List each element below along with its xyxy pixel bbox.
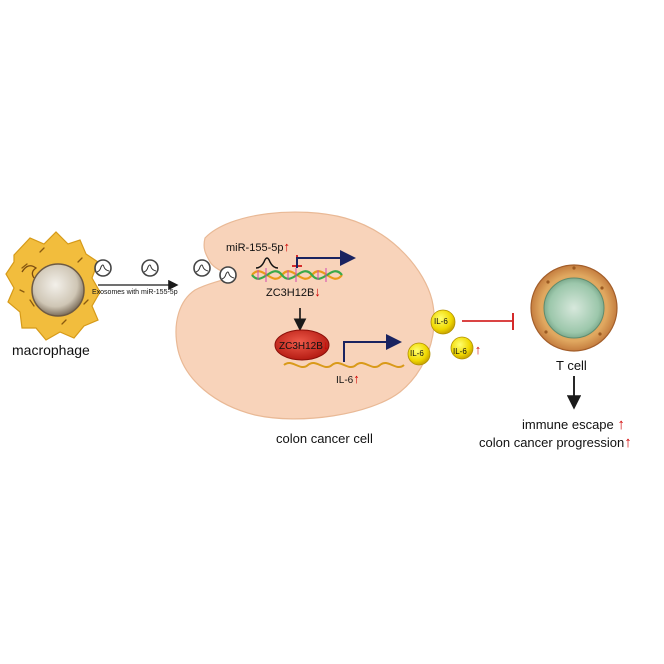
exosome-vesicle (193, 259, 211, 277)
exosome-vesicle (94, 259, 112, 277)
il6-protein-membrane (430, 309, 456, 335)
zc3h12b-protein-label: ZC3H12B↓ (279, 339, 329, 352)
zc3h12b-gene-label-text: ZC3H12B (266, 287, 315, 299)
down-arrow-icon: ↓ (314, 284, 321, 299)
il6-protein-intracellular (407, 342, 431, 366)
il6-promoter-arrow (343, 334, 402, 362)
zc3h12b-protein-label-text: ZC3H12B (279, 341, 323, 352)
il6-sphere-label-intracellular: IL-6 (410, 349, 424, 358)
mirna-label-text: miR-155-5p (226, 242, 284, 254)
t-cell (530, 264, 618, 352)
zc3h12b-protein (274, 329, 330, 361)
down-arrow-icon: ↓ (322, 338, 329, 352)
t-cell-label: T cell (556, 358, 587, 373)
immune-escape-label-text: immune escape (522, 417, 614, 432)
zc3h12b-promoter-arrow (296, 250, 356, 268)
mirna-strand (255, 257, 279, 269)
il6-protein-secreted (450, 336, 474, 360)
il6-sphere-label-secreted: IL-6 ↑ (453, 343, 481, 356)
t-cell-inhibition-line (462, 313, 514, 330)
macrophage-label: macrophage (12, 342, 90, 358)
colon-cancer-progression-label: colon cancer progression↑ (479, 435, 632, 450)
zc3h12b-gene-label: ZC3H12B↓ (266, 285, 321, 299)
il6-mrna-strand (283, 362, 405, 368)
up-arrow-icon: ↑ (474, 342, 482, 357)
up-arrow-icon: ↑ (617, 416, 625, 433)
il6-sphere-label-membrane: IL-6 (434, 317, 448, 326)
up-arrow-icon: ↑ (353, 371, 360, 386)
colon-cancer-cell-label: colon cancer cell (276, 431, 373, 446)
exosome-vesicle (141, 259, 159, 277)
exosomes-label: Exosomes with miR-155-5p (92, 289, 178, 296)
il6-sphere-label-secreted-text: IL-6 (453, 347, 467, 356)
immune-escape-label: immune escape ↑ (522, 417, 625, 432)
colon-cancer-cell-body (175, 211, 435, 420)
macrophage-cell (5, 231, 101, 341)
mirna-label: miR-155-5p↑ (226, 240, 290, 254)
exosome-vesicle (219, 266, 237, 284)
up-arrow-icon: ↑ (283, 239, 290, 254)
colon-cancer-progression-label-text: colon cancer progression (479, 435, 625, 450)
il6-gene-label-text: IL-6 (336, 375, 354, 386)
up-arrow-icon: ↑ (624, 434, 632, 451)
zc3h12b-gene-helix (251, 268, 343, 282)
il6-gene-label: IL-6↑ (336, 372, 360, 386)
